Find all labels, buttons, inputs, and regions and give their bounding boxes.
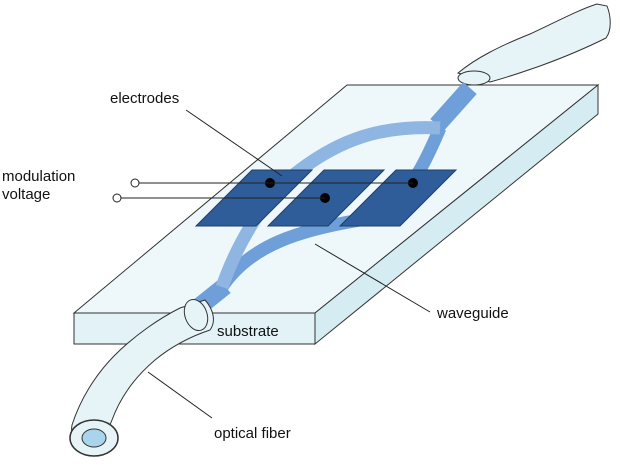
label-modulation: modulation (2, 168, 75, 185)
leader-lines (147, 109, 431, 419)
label-voltage: voltage (2, 186, 50, 203)
fiber-core (81, 428, 107, 448)
input-fiber (69, 299, 214, 457)
label-substrate: substrate (217, 323, 279, 340)
voltage-wires (112, 178, 413, 203)
terminal-lower (112, 193, 122, 203)
label-electrodes: electrodes (110, 90, 179, 107)
electrode-right (338, 169, 458, 227)
output-fiber (456, 3, 611, 86)
label-optical-fiber: optical fiber (214, 425, 291, 442)
terminal-upper (130, 178, 140, 188)
label-waveguide: waveguide (436, 305, 509, 322)
